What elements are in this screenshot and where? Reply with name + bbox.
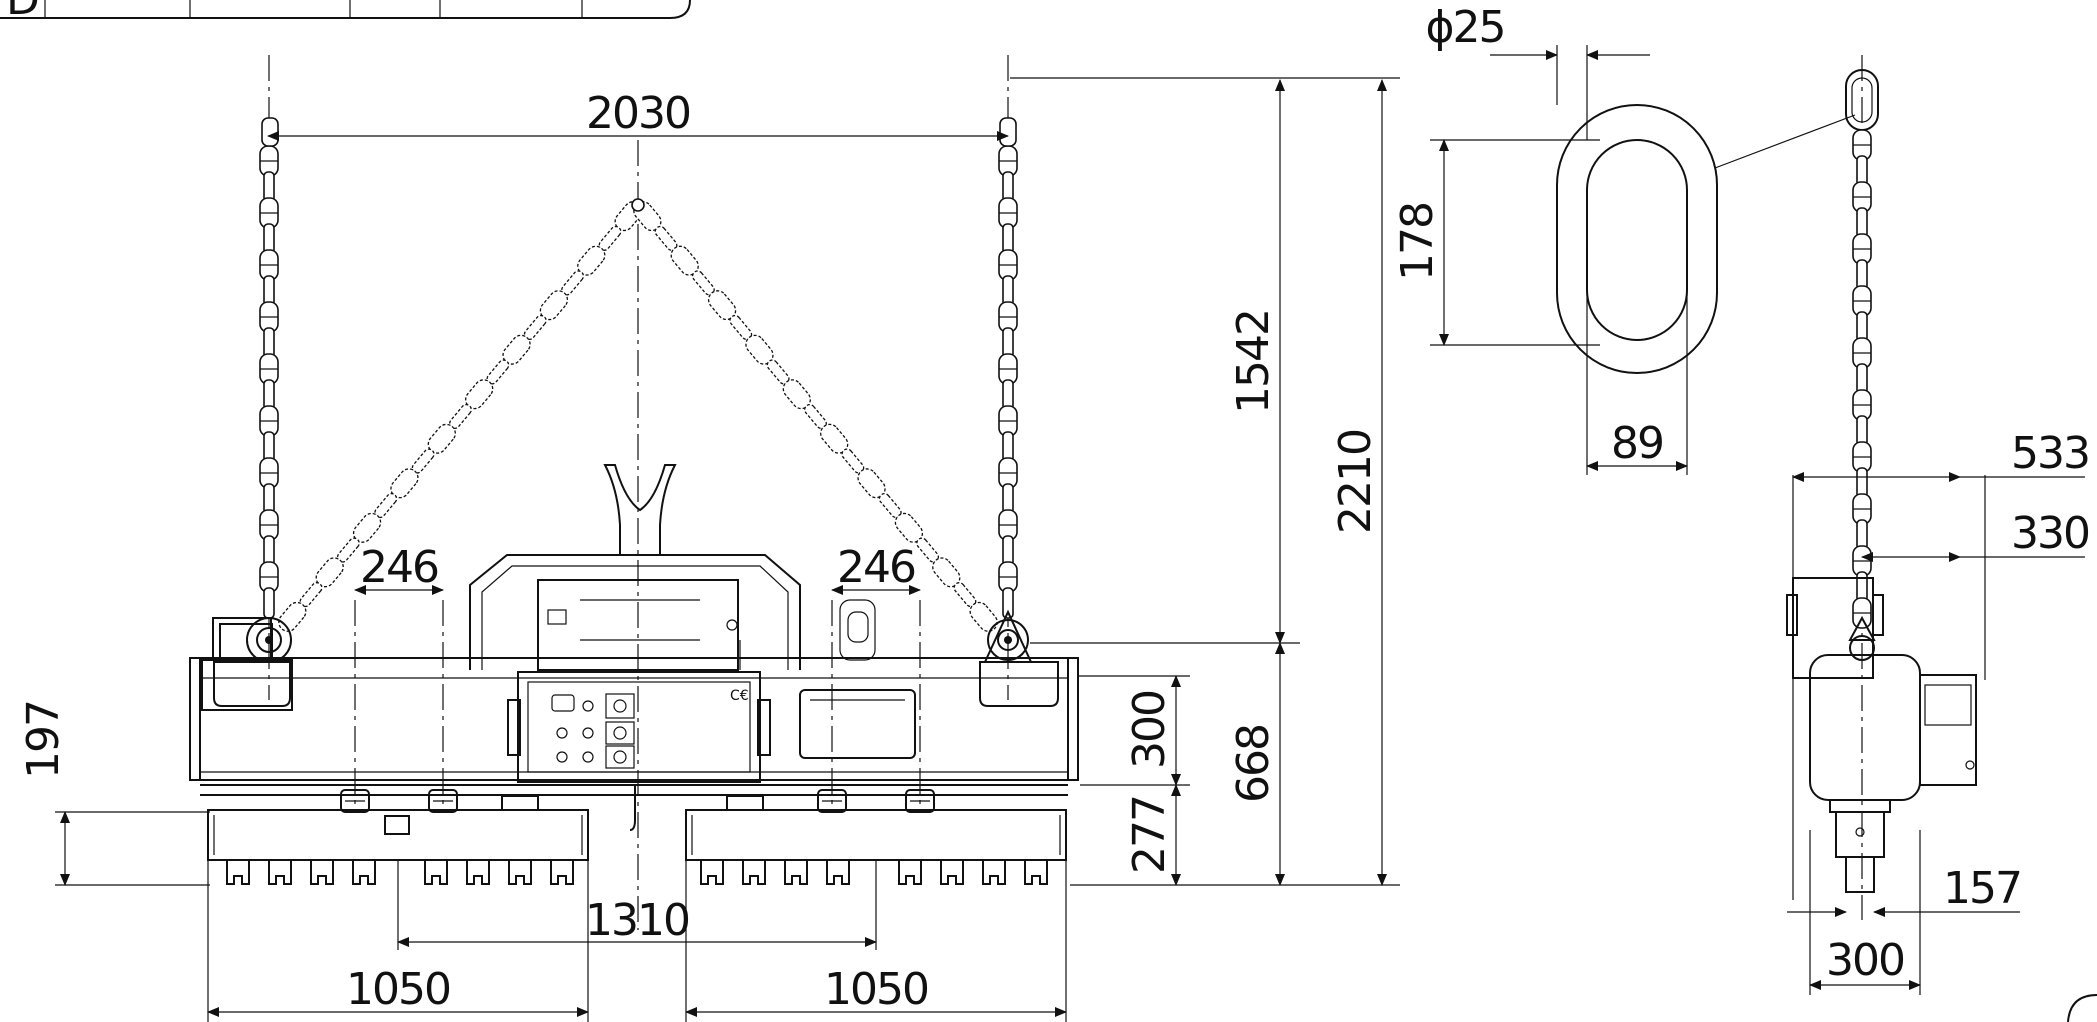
revision-letter: D: [6, 0, 38, 25]
handle-frame: [469, 554, 801, 670]
dim-157: 157: [1943, 863, 2021, 914]
dim-246-left: 246: [360, 542, 438, 593]
dim-668: 668: [1228, 725, 1279, 803]
dim-330: 330: [2011, 508, 2089, 559]
motor-box: [219, 623, 273, 659]
dim-300-beam: 300: [1124, 691, 1175, 769]
hoist-eye: [603, 464, 677, 556]
battery-box: [799, 689, 916, 759]
dim-246-right: 246: [837, 542, 915, 593]
frame-corner: [2067, 994, 2097, 1022]
right-magnet-pad: [685, 809, 1067, 861]
title-block: D: [0, 0, 691, 25]
ring-detail: ϕ25 178 89: [1392, 2, 1856, 475]
dim-1542: 1542: [1228, 310, 1279, 414]
dim-533: 533: [2011, 428, 2089, 479]
side-chain: [1852, 129, 1872, 629]
upper-control-box: [537, 579, 739, 671]
svg-text:C€: C€: [730, 688, 749, 704]
right-vertical-chain: [998, 145, 1018, 619]
left-shackle: [212, 617, 292, 707]
dim-178: 178: [1392, 203, 1443, 281]
control-panel: [517, 671, 761, 783]
dim-1050-right: 1050: [824, 964, 928, 1015]
right-shackle: [979, 609, 1059, 707]
front-dimensions: 2030 246 246 1542 2210 668 300 277: [18, 77, 1400, 1022]
side-view: 533 330 157 300: [1786, 55, 2091, 995]
dim-1310: 1310: [585, 895, 689, 946]
dim-phi25: ϕ25: [1425, 2, 1504, 53]
diagonal-chains: [278, 201, 998, 632]
dim-1050-left: 1050: [346, 964, 450, 1015]
pad-teeth: [226, 860, 1048, 885]
dim-300-side: 300: [1826, 935, 1904, 986]
dim-277: 277: [1124, 796, 1175, 874]
dim-197: 197: [18, 701, 69, 779]
dim-2210: 2210: [1330, 430, 1381, 534]
dim-2030: 2030: [586, 88, 690, 139]
left-vertical-chain: [259, 145, 279, 619]
dim-89: 89: [1611, 418, 1663, 469]
front-view: C€: [189, 55, 1079, 930]
side-body: [1809, 654, 1921, 801]
